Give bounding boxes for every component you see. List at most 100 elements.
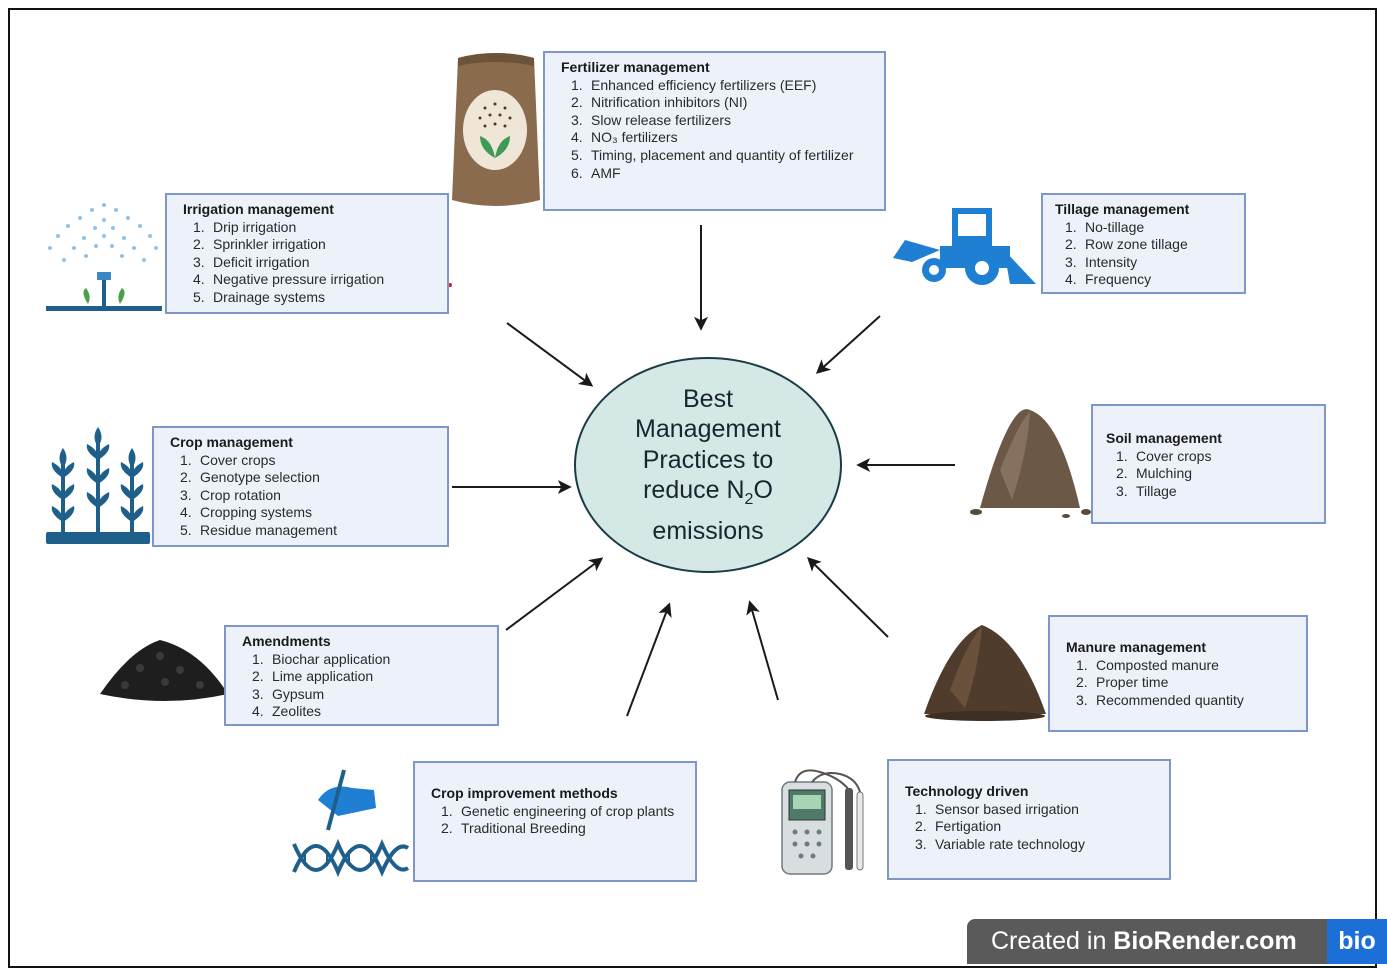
list-item: 3.Slow release fertilizers <box>561 112 874 130</box>
list-item: 2.Fertigation <box>905 818 1159 836</box>
list-item-text: Composted manure <box>1096 656 1219 673</box>
biorender-badge[interactable]: Created in BioRender.com bio <box>967 919 1387 964</box>
list-item-number: 5. <box>571 146 583 163</box>
list-item-text: No-tillage <box>1085 218 1145 235</box>
center-line-4: reduce N2O <box>643 475 773 516</box>
list-item: 3.Variable rate technology <box>905 836 1159 854</box>
list-item: 4.Cropping systems <box>170 504 437 522</box>
list-item-number: 1. <box>193 218 205 235</box>
list-item-number: 1. <box>1116 447 1128 464</box>
list-item-number: 2. <box>441 820 453 837</box>
list-item-number: 3. <box>193 253 205 270</box>
center-line-3: Practices to <box>642 445 774 474</box>
list-item: 1. Biochar application <box>242 651 487 669</box>
list-item-text: Biochar application <box>272 650 391 667</box>
list-item-number: 3. <box>1116 482 1128 499</box>
arrow-amendments <box>505 557 604 631</box>
list-item: 1. Cover crops <box>1106 448 1314 466</box>
list-item: 2.Proper time <box>1066 674 1296 692</box>
crop-management-list: 1. Cover crops 2. Genotype selection 3. Crop … <box>170 452 437 540</box>
stray-red-dot <box>448 283 452 287</box>
dna-icon <box>292 769 410 878</box>
manure-pile-icon <box>924 625 1046 721</box>
list-item-number: 1. <box>1076 656 1088 673</box>
list-item: 1. Drip irrigation <box>183 219 437 237</box>
list-item-number: 1. <box>180 451 192 468</box>
list-item: 1. Enhanced efficiency fertilizers (EEF) <box>561 77 874 95</box>
crop-improvement-title: Crop improvement methods <box>431 785 618 801</box>
list-item-text: Timing, placement and quantity of fertil… <box>591 146 854 163</box>
arrow-irrigation <box>506 322 594 387</box>
list-item-number: 2. <box>252 668 264 685</box>
list-item: 3.Intensity <box>1055 254 1234 272</box>
crop-management-title: Crop management <box>170 434 293 450</box>
list-item-number: 3. <box>1065 253 1077 270</box>
list-item-text: Crop rotation <box>200 486 281 503</box>
list-item-text: Residue management <box>200 521 337 538</box>
list-item-number: 1. <box>571 76 583 93</box>
list-item: 4. Negative pressure irrigation <box>183 271 437 289</box>
center-line-4-prefix: reduce N <box>643 476 745 505</box>
list-item-number: 4. <box>180 504 192 521</box>
crop-improvement-box: Crop improvement methods 1.Genetic engin… <box>413 761 697 882</box>
list-item: 2.Traditional Breeding <box>431 820 685 838</box>
list-item-number: 5. <box>180 521 192 538</box>
list-item: 3. Crop rotation <box>170 487 437 505</box>
list-item: 5. Residue management <box>170 522 437 540</box>
list-item-text: Mulching <box>1136 465 1193 482</box>
biochar-pile-icon <box>100 640 228 701</box>
fertilizer-bag-icon <box>452 53 540 206</box>
list-item: 5.Drainage systems <box>183 289 437 307</box>
list-item-number: 2. <box>1076 674 1088 691</box>
amendments-title: Amendments <box>242 633 331 649</box>
list-item-text: AMF <box>591 164 621 181</box>
list-item: 3.Gypsum <box>242 686 487 704</box>
list-item-number: 1. <box>915 800 927 817</box>
arrow-improvement <box>626 602 672 717</box>
list-item-text: Enhanced efficiency fertilizers (EEF) <box>591 76 817 93</box>
list-item: 2.Sprinkler irrigation <box>183 236 437 254</box>
list-item-number: 2. <box>571 94 583 111</box>
soil-management-title: Soil management <box>1106 430 1222 446</box>
list-item: 1.Genetic engineering of crop plants <box>431 803 685 821</box>
list-item-number: 2. <box>915 818 927 835</box>
arrow-tillage <box>815 315 881 374</box>
list-item-number: 2. <box>180 469 192 486</box>
list-item-number: 1. <box>252 650 264 667</box>
list-item-text: Row zone tillage <box>1085 236 1188 253</box>
list-item-text: Sensor based irrigation <box>935 800 1079 817</box>
list-item-text: Cover crops <box>1136 447 1212 464</box>
badge-prefix: Created in <box>991 927 1114 955</box>
list-item-text: Negative pressure irrigation <box>213 271 385 288</box>
technology-driven-title: Technology driven <box>905 783 1029 799</box>
list-item-text: Drip irrigation <box>213 218 297 235</box>
sensor-meter-icon <box>781 769 864 875</box>
list-item-text: Deficit irrigation <box>213 253 310 270</box>
list-item-text: Slow release fertilizers <box>591 111 732 128</box>
fertilizer-management-title: Fertilizer management <box>561 59 710 75</box>
list-item: 4.Zeolites <box>242 703 487 721</box>
list-item-number: 4. <box>252 703 264 720</box>
list-item: 5. Timing, placement and quantity of fert… <box>561 147 874 165</box>
list-item-text: Sprinkler irrigation <box>213 236 326 253</box>
list-item-text: Cover crops <box>200 451 276 468</box>
list-item-number: 4. <box>193 271 205 288</box>
list-item-text: Genotype selection <box>200 469 320 486</box>
list-item-number: 5. <box>193 288 205 305</box>
list-item-number: 3. <box>252 685 264 702</box>
list-item: 2. Row zone tillage <box>1055 236 1234 254</box>
list-item: 3.Recommended quantity <box>1066 692 1296 710</box>
list-item-number: 2. <box>1065 236 1077 253</box>
list-item: 1. Sensor based irrigation <box>905 801 1159 819</box>
list-item: 1.No-tillage <box>1055 219 1234 237</box>
list-item-number: 3. <box>180 486 192 503</box>
central-goal-ellipse: Best Management Practices to reduce N2O … <box>574 357 842 573</box>
list-item-number: 4. <box>1065 271 1077 288</box>
list-item-text: Recommended quantity <box>1096 691 1244 708</box>
manure-management-title: Manure management <box>1066 639 1207 655</box>
